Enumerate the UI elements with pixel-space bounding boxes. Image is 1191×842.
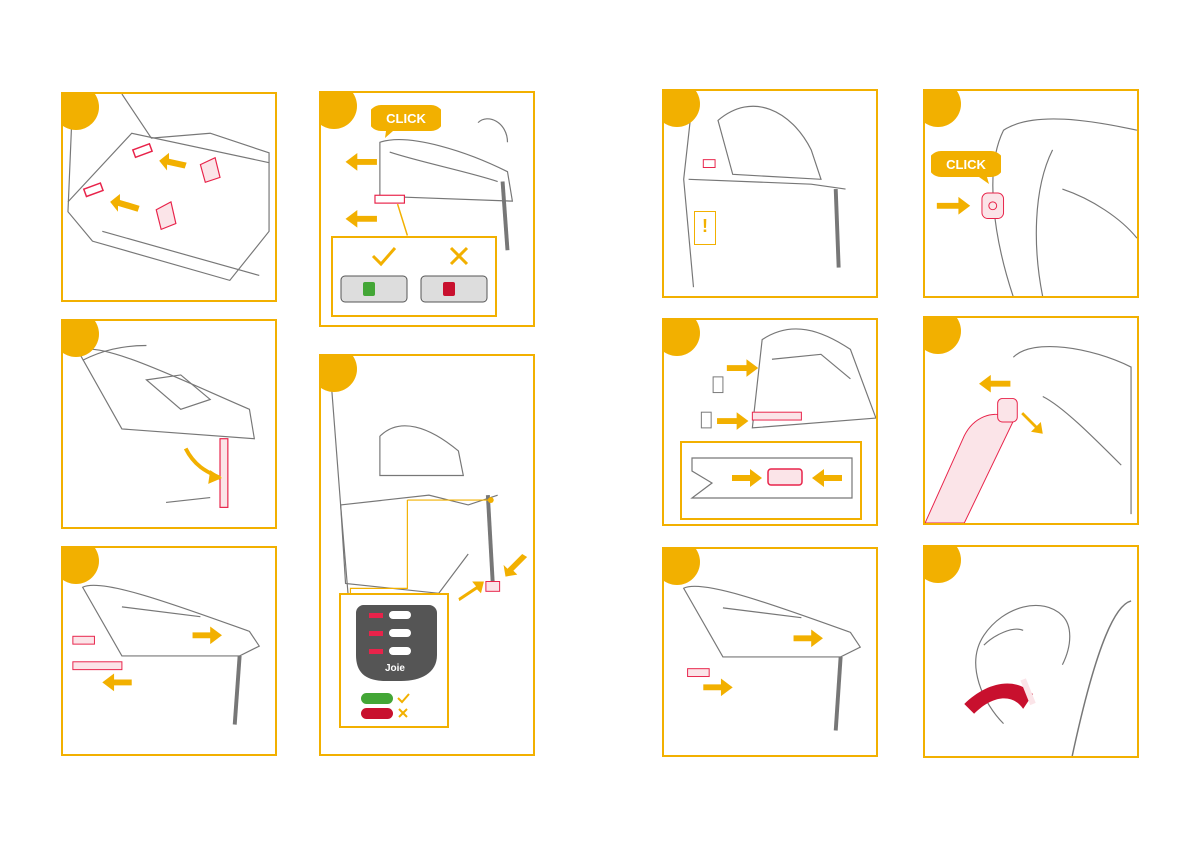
warning-inset: ! — [694, 211, 716, 245]
warning-icon: ! — [695, 216, 715, 237]
retract-leg-illustration — [664, 549, 876, 755]
step-panel-slide-base — [662, 318, 878, 526]
step-panel-warning: ! — [662, 89, 878, 298]
indicator-comparison — [333, 238, 495, 315]
step-panel-support-leg — [61, 319, 277, 529]
click-speech-bubble: CLICK — [371, 103, 441, 139]
warning-base-illustration — [664, 91, 876, 296]
joie-logo: Joie — [385, 663, 405, 674]
step-panel-retract-leg — [662, 547, 878, 757]
release-seat-illustration — [925, 318, 1137, 523]
click-label: CLICK — [386, 111, 426, 126]
step-panel-child-harness — [923, 545, 1139, 758]
click-speech-bubble: CLICK — [931, 149, 1001, 185]
indicator-panel: Joie — [341, 595, 447, 726]
step-panel-release-base — [61, 546, 277, 756]
check-icon — [398, 694, 409, 702]
attach-seat-illustration — [925, 91, 1137, 296]
slide-detail-inset — [680, 441, 862, 520]
seat-isofix-illustration — [63, 94, 275, 300]
click-label: CLICK — [946, 157, 986, 172]
release-base-illustration — [63, 548, 275, 754]
step-panel-attach-base: CLICK — [319, 91, 535, 327]
step-panel-isofix-points — [61, 92, 277, 302]
support-leg-illustration — [63, 321, 275, 527]
step-panel-release-seat — [923, 316, 1139, 525]
cross-icon — [399, 709, 407, 717]
leg-indicator-inset: Joie — [339, 593, 449, 728]
indicator-check-inset — [331, 236, 497, 317]
check-icon — [373, 248, 395, 264]
child-harness-illustration — [925, 547, 1137, 756]
cross-icon — [451, 248, 467, 264]
step-panel-leg-indicator: Joie — [319, 354, 535, 756]
slide-detail — [682, 443, 860, 518]
step-panel-attach-seat: CLICK — [923, 89, 1139, 298]
